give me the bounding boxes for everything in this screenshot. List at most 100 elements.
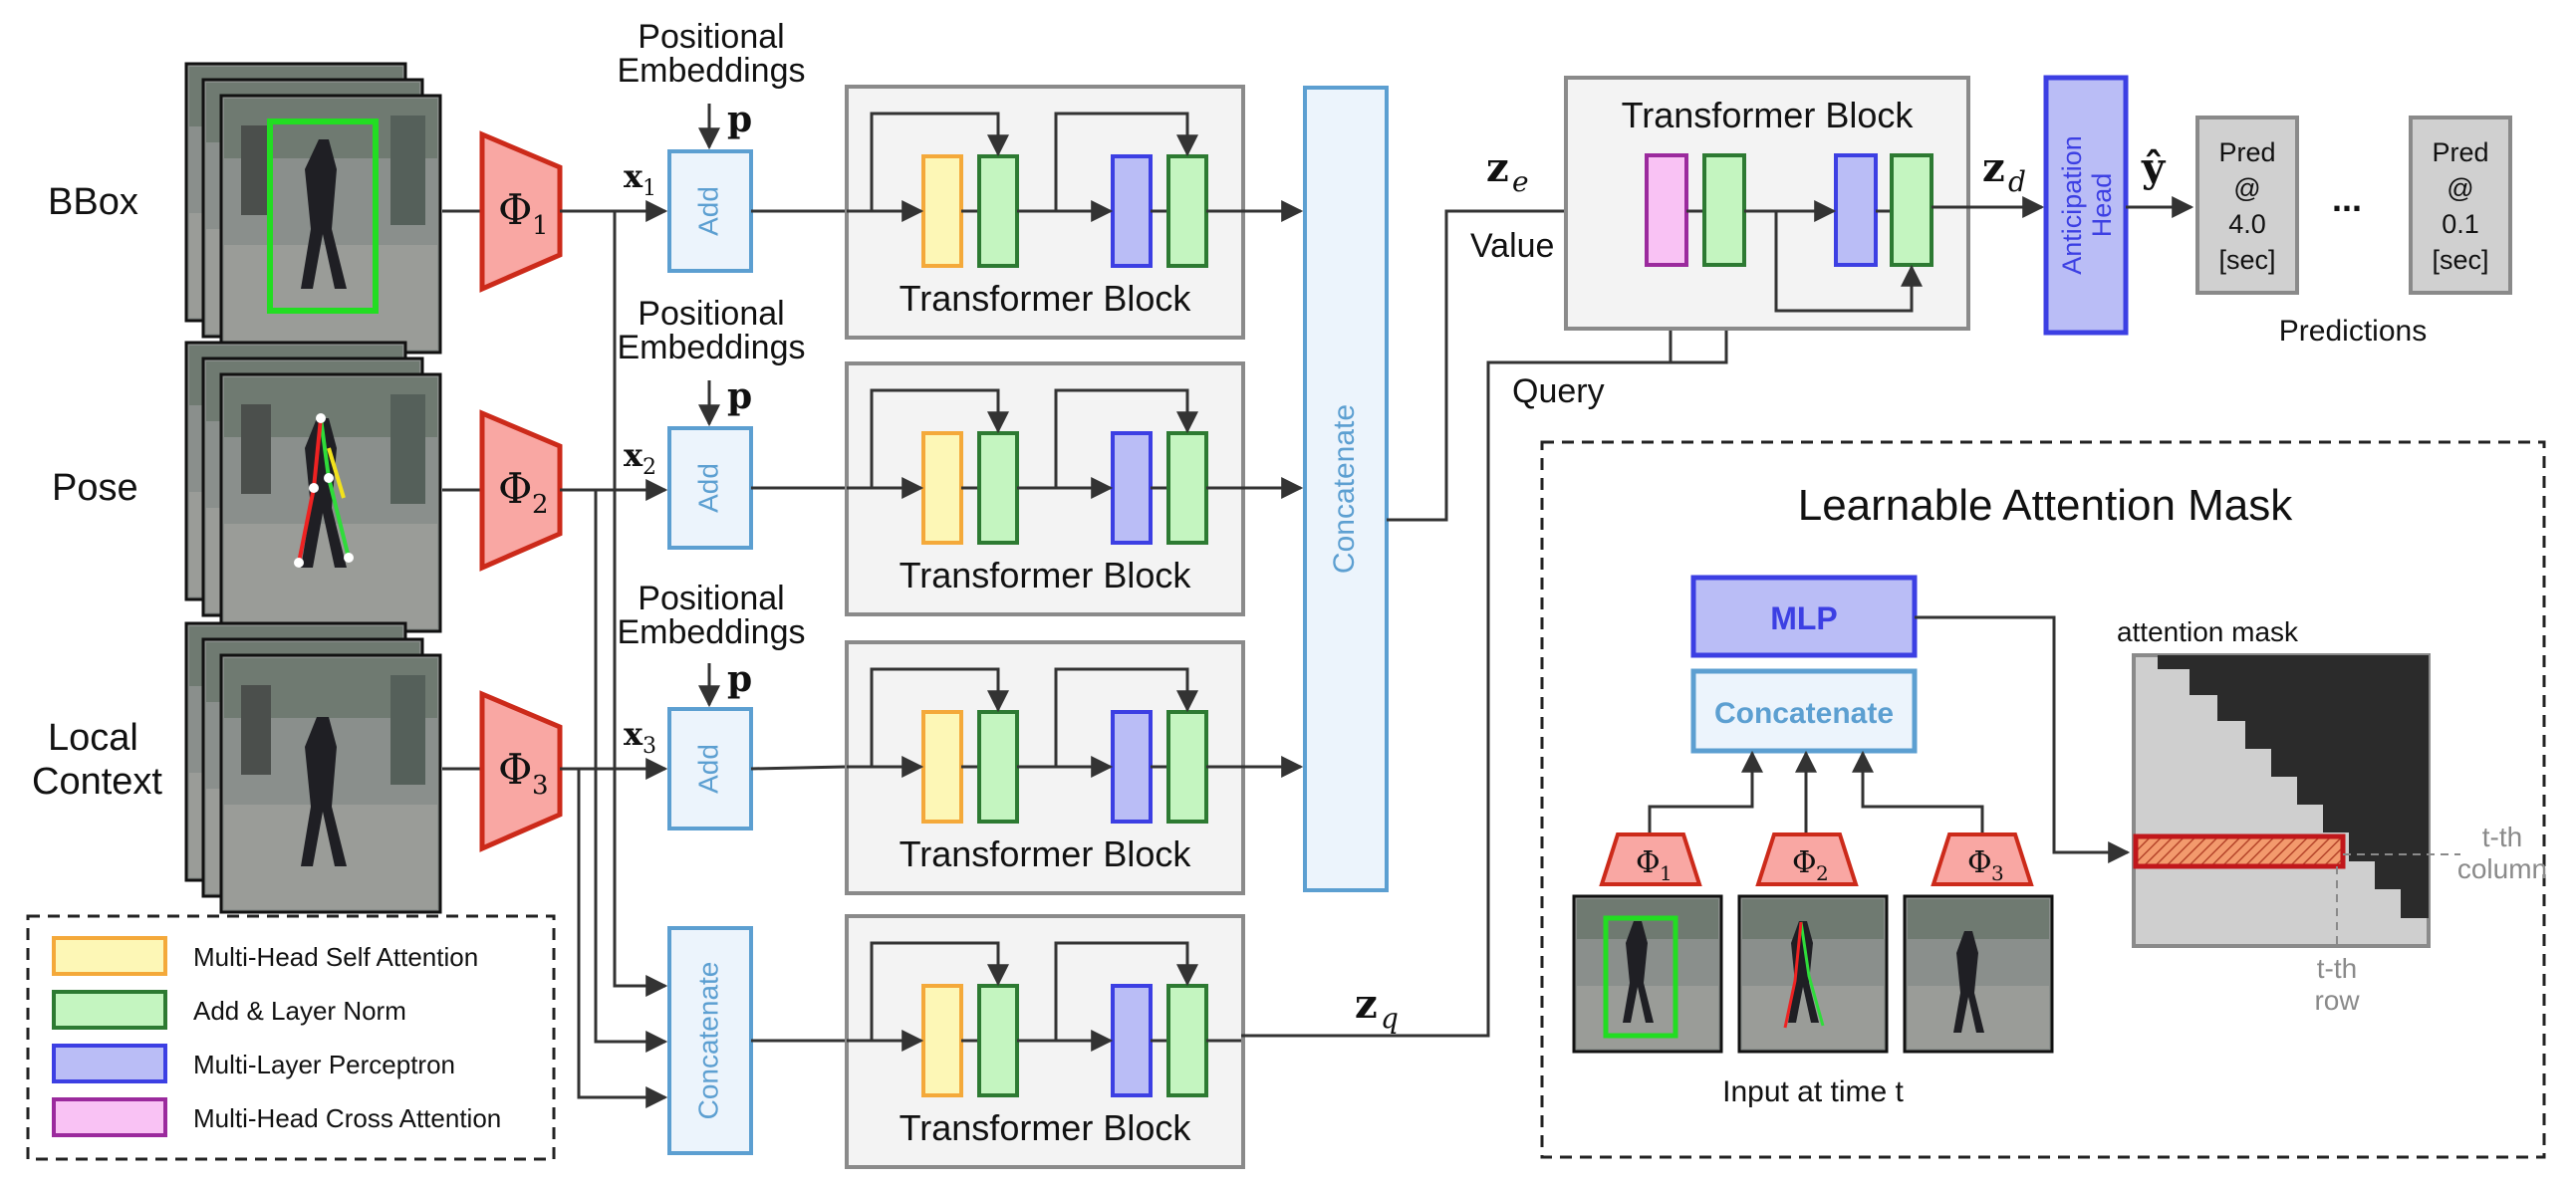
attention-mask-matrix [2132, 653, 2460, 948]
svg-text:1: 1 [1660, 861, 1673, 885]
svg-text:Φ: Φ [1792, 845, 1817, 880]
t-th-row-highlight [2133, 833, 2346, 869]
legend-box [26, 914, 556, 1161]
svg-text:Positional: Positional [638, 295, 784, 333]
encoder-phi3: Φ 3 [479, 690, 563, 852]
svg-text:Concatenate: Concatenate [1328, 404, 1361, 574]
svg-text:4.0: 4.0 [2228, 209, 2266, 239]
svg-text:2: 2 [1816, 861, 1829, 885]
svg-text:e: e [1512, 165, 1529, 198]
mask-encoder-phi3: Φ 3 [1931, 832, 2034, 886]
positional-embeddings-1: Positional Embeddings p [617, 18, 806, 150]
cross-attention-block [1645, 153, 1688, 267]
t-th-row-label-1: t-th [2317, 953, 2357, 984]
svg-text:Embeddings: Embeddings [617, 329, 805, 366]
svg-text:[sec]: [sec] [2218, 245, 2275, 275]
svg-text:d: d [2008, 165, 2026, 198]
svg-text:Transformer Block: Transformer Block [1622, 95, 1915, 135]
mask-mlp-box: MLP [1690, 575, 1918, 658]
svg-text:p: p [727, 99, 752, 140]
svg-text:Transformer Block: Transformer Block [900, 278, 1192, 319]
svg-text:Transformer Block: Transformer Block [900, 555, 1192, 595]
svg-text:3: 3 [643, 734, 656, 759]
zq-label: z q [1355, 981, 1399, 1035]
bbox-rectangle [267, 119, 379, 314]
svg-text:x: x [624, 436, 644, 474]
legend-mlp: Multi-Layer Perceptron [52, 1044, 455, 1083]
value-label: Value [1470, 227, 1554, 265]
t-th-column-label-2: column [2457, 853, 2547, 884]
svg-text:p: p [727, 658, 752, 700]
svg-text:2: 2 [532, 490, 549, 520]
svg-text:Φ: Φ [1967, 845, 1992, 880]
svg-text:Transformer Block: Transformer Block [900, 833, 1192, 874]
mask-input-frame-bbox [1572, 894, 1723, 1054]
anticipation-head: Anticipation Head [2043, 75, 2129, 336]
encoder-phi2: Φ 2 [479, 409, 563, 572]
svg-text:x: x [624, 157, 644, 195]
zd-label: z d [1982, 144, 2026, 198]
svg-text:Pred: Pred [2432, 137, 2488, 167]
add-box-3: Add [667, 707, 753, 830]
prediction-01s: Pred @ 0.1 [sec] [2409, 116, 2512, 295]
svg-text:Φ: Φ [498, 185, 532, 234]
transformer-block-2: Transformer Block [847, 363, 1243, 614]
legend-addnorm: Add & Layer Norm [52, 990, 406, 1030]
svg-text:3: 3 [1991, 861, 2004, 885]
add-box-2: Add [667, 426, 753, 550]
mask-input-frame-context [1903, 894, 2054, 1054]
prediction-4s: Pred @ 4.0 [sec] [2195, 116, 2299, 295]
svg-text:Multi-Head Cross Attention: Multi-Head Cross Attention [193, 1103, 501, 1133]
svg-text:@: @ [2233, 173, 2260, 203]
x3-label: x 3 [624, 715, 656, 759]
svg-text:0.1: 0.1 [2442, 209, 2479, 239]
svg-text:Concatenate: Concatenate [1714, 697, 1894, 730]
svg-text:q: q [1381, 1002, 1399, 1035]
svg-text:Embeddings: Embeddings [617, 613, 805, 651]
decoder-transformer-block: Transformer Block [1564, 76, 1970, 331]
input-at-time-t-label: Input at time t [1722, 1075, 1904, 1108]
t-th-row-label-2: row [2314, 985, 2360, 1016]
svg-text:Embeddings: Embeddings [617, 52, 805, 90]
legend-mhca: Multi-Head Cross Attention [52, 1097, 501, 1137]
svg-text:2: 2 [643, 455, 656, 480]
encoder-phi1: Φ 1 [479, 130, 563, 293]
mask-concatenate-box: Concatenate [1690, 668, 1918, 754]
svg-text:1: 1 [643, 176, 656, 201]
add-box-1: Add [667, 149, 753, 273]
bbox-frame-stack [184, 62, 442, 355]
svg-text:Positional: Positional [638, 580, 784, 617]
x1-label: x 1 [624, 157, 656, 201]
svg-text:1: 1 [532, 211, 549, 241]
pose-label: Pose [52, 467, 138, 509]
svg-text:Φ: Φ [498, 464, 532, 513]
pose-frame-stack [184, 341, 442, 633]
svg-text:z: z [1355, 981, 1378, 1028]
svg-text:Pred: Pred [2218, 137, 2275, 167]
svg-text:Add & Layer Norm: Add & Layer Norm [193, 996, 406, 1026]
positional-embeddings-3: Positional Embeddings p [617, 580, 806, 708]
predictions-label: Predictions [2279, 315, 2427, 348]
svg-text:z: z [1486, 144, 1509, 191]
svg-text:MLP: MLP [1770, 600, 1838, 636]
ze-label: z e [1486, 144, 1529, 198]
x2-label: x 2 [624, 436, 656, 480]
concatenate-box-bottom: Concatenate [667, 926, 753, 1155]
svg-text:Add: Add [692, 744, 723, 794]
svg-text:Multi-Head Self Attention: Multi-Head Self Attention [193, 942, 478, 972]
yhat-label: ŷ [2141, 144, 2167, 191]
t-th-column-label-1: t-th [2482, 822, 2522, 852]
svg-text:z: z [1982, 144, 2005, 191]
mask-encoder-phi1: Φ 1 [1599, 832, 1702, 886]
local-context-label-1: Local [48, 717, 138, 759]
transformer-block-3: Transformer Block [847, 642, 1243, 893]
transformer-block-1: Transformer Block [847, 87, 1243, 338]
svg-text:Anticipation: Anticipation [2057, 135, 2087, 275]
svg-text:Add: Add [692, 186, 723, 236]
svg-text:x: x [624, 715, 644, 753]
positional-embeddings-2: Positional Embeddings p [617, 295, 806, 427]
svg-text:Transformer Block: Transformer Block [900, 1107, 1192, 1148]
svg-text:Add: Add [692, 463, 723, 513]
mask-panel-title: Learnable Attention Mask [1798, 481, 2294, 530]
